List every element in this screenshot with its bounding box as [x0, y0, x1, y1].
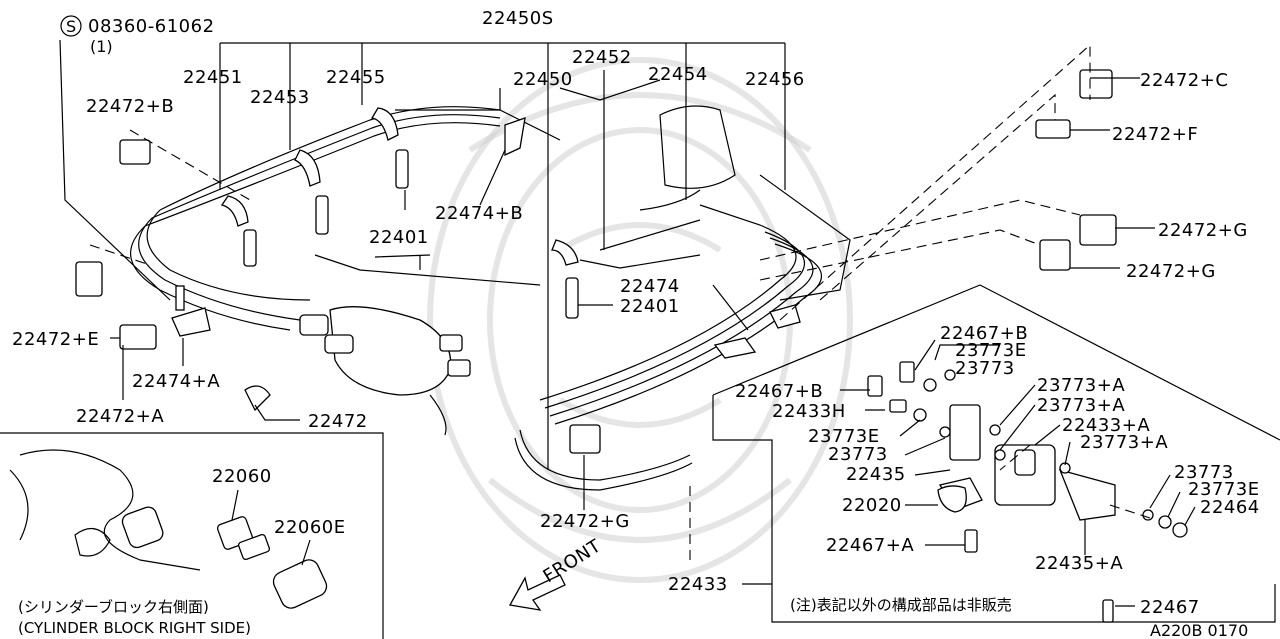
engine-block-outline [314, 105, 851, 436]
label-22474-a: 22474+A [132, 371, 220, 392]
label-22020: 22020 [842, 495, 902, 516]
label-23773e-upper: 23773E [955, 340, 1027, 361]
label-22472-f: 22472+F [1112, 124, 1198, 145]
label-22474-b: 22474+B [435, 203, 523, 224]
label-22453: 22453 [250, 87, 310, 108]
inset-caption-jp: (シリンダーブロック右側面) [18, 598, 209, 616]
label-23773-lower: 23773 [1174, 462, 1234, 483]
label-22472-c: 22472+C [1140, 70, 1228, 91]
label-22456: 22456 [745, 69, 805, 90]
ignition-wire-harness [130, 106, 823, 491]
inset-panel [0, 432, 384, 639]
label-22060: 22060 [212, 466, 272, 487]
label-22401-mid: 22401 [620, 296, 680, 317]
distributor [299, 306, 471, 396]
label-23773-upper: 23773 [955, 358, 1015, 379]
label-22474: 22474 [620, 276, 680, 297]
label-22433h: 22433H [772, 401, 846, 422]
detail-panel [712, 284, 1280, 623]
wire-clamps [75, 69, 1117, 454]
label-22472: 22472 [308, 411, 368, 432]
label-23773-mid: 23773 [828, 444, 888, 465]
note-not-sold: (注)表記以外の構成部品は非販売 [790, 596, 1012, 614]
front-arrow [508, 574, 566, 611]
screw-standard-mark: S [60, 15, 82, 37]
label-22467-b-lower: 22467+B [735, 381, 823, 402]
label-22472-e: 22472+E [12, 329, 99, 350]
label-22452: 22452 [572, 47, 632, 68]
label-23773e-mid: 23773E [808, 426, 880, 447]
label-22472-b: 22472+B [86, 96, 174, 117]
label-front: FRONT [540, 535, 606, 587]
label-22472-g-middle: 22472+G [1126, 261, 1216, 282]
label-22472-a: 22472+A [76, 406, 164, 427]
label-22435: 22435 [846, 464, 906, 485]
label-23773-a-2: 23773+A [1037, 395, 1125, 416]
label-22472-g-lower: 22472+G [540, 511, 630, 532]
cap-22060e [272, 559, 328, 609]
label-22433-a: 22433+A [1062, 415, 1150, 436]
label-22467-b-upper: 22467+B [940, 323, 1028, 344]
label-22060e: 22060E [274, 517, 346, 538]
spark-plugs [220, 107, 579, 319]
label-22454: 22454 [648, 64, 708, 85]
label-22450: 22450 [513, 69, 573, 90]
leader-lines [59, 39, 1196, 607]
part-labels: 08360-61062 (1) 22450S 22452 22454 22451… [12, 8, 1260, 639]
diagram-code: A220B 0170 [1150, 621, 1248, 639]
sensor-22060 [216, 516, 271, 561]
label-23773e-lower: 23773E [1188, 479, 1260, 500]
label-22467-a: 22467+A [826, 535, 914, 556]
label-22451: 22451 [183, 67, 243, 88]
label-23773-a-3: 23773+A [1080, 432, 1168, 453]
label-22433: 22433 [668, 574, 728, 595]
label-screw-qty: (1) [90, 37, 113, 56]
label-22467: 22467 [1140, 597, 1200, 618]
label-23773-a-1: 23773+A [1037, 375, 1125, 396]
label-22455: 22455 [326, 67, 386, 88]
label-22401-top: 22401 [369, 227, 429, 248]
label-22464: 22464 [1200, 497, 1260, 518]
ignition-coil-assembly [867, 361, 1188, 623]
svg-text:S: S [66, 17, 76, 36]
label-screw-code: 08360-61062 [88, 16, 215, 37]
label-22435-a: 22435+A [1035, 553, 1123, 574]
label-22450s: 22450S [482, 8, 554, 29]
dashed-guides [89, 43, 1151, 560]
label-22472-g-upper: 22472+G [1158, 220, 1248, 241]
inset-caption-en: (CYLINDER BLOCK RIGHT SIDE) [18, 619, 251, 637]
